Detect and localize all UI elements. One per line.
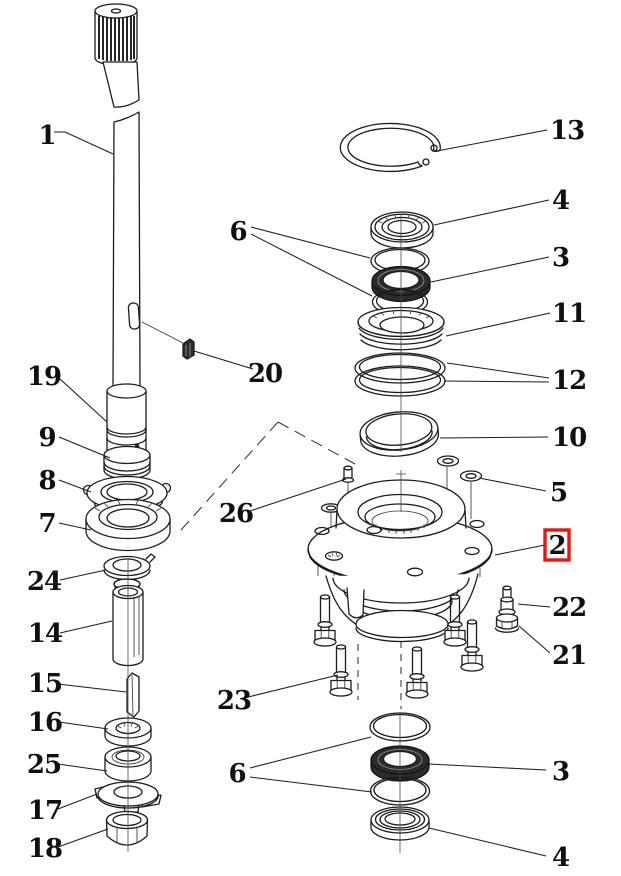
leader-line-part-6 xyxy=(250,233,373,297)
callout-part-19: 19 xyxy=(27,362,61,392)
snap-rings-part-12 xyxy=(354,352,446,397)
callout-part-4: 4 xyxy=(552,186,570,216)
bearing-seal-part-4-top xyxy=(370,211,434,249)
callout-part-9: 9 xyxy=(38,423,55,453)
leader-line-part-16 xyxy=(58,721,109,730)
circlip-part-13 xyxy=(339,122,441,173)
stud-part-22 xyxy=(498,585,516,618)
leader-line-part-4 xyxy=(428,827,547,857)
callout-part-6: 6 xyxy=(228,759,245,789)
leader-line-part-12 xyxy=(446,362,550,379)
callout-part-2: 2 xyxy=(548,531,565,561)
key-part-15 xyxy=(126,672,140,718)
callout-part-3: 3 xyxy=(552,243,569,273)
leader-line-part-23 xyxy=(247,674,339,698)
callout-part-25: 25 xyxy=(27,750,61,780)
callout-part-22: 22 xyxy=(552,593,586,623)
spline-teeth xyxy=(98,14,135,61)
seal-stack-top xyxy=(354,211,446,397)
callout-part-18: 18 xyxy=(28,834,62,864)
shaft-part-1 xyxy=(94,3,184,389)
leader-line-part-6 xyxy=(249,776,373,793)
leader-line-part-9 xyxy=(58,436,111,459)
callout-part-6: 6 xyxy=(229,217,246,247)
leader-line-part-21 xyxy=(518,625,551,654)
key-part-20 xyxy=(182,338,195,360)
leader-line-part-15 xyxy=(57,683,127,693)
leader-line-part-17 xyxy=(57,793,98,810)
callout-part-4: 4 xyxy=(552,843,570,873)
hex-nut-part-18 xyxy=(105,810,149,846)
housing-part-2 xyxy=(307,470,493,643)
callout-part-21: 21 xyxy=(552,641,586,671)
callout-part-13: 13 xyxy=(550,116,584,146)
callout-part-15: 15 xyxy=(28,669,62,699)
fasteners xyxy=(313,585,520,699)
leader-line-part-25 xyxy=(57,763,108,772)
leader-line-part-11 xyxy=(445,312,551,337)
shaft-keyway xyxy=(127,302,141,330)
leader-line-part-3 xyxy=(428,763,547,771)
collar-part-9 xyxy=(103,445,151,480)
callout-part-23: 23 xyxy=(217,686,251,716)
callout-part-12: 12 xyxy=(552,366,586,396)
leader-line-part-10 xyxy=(439,436,549,439)
leader-line-part-20 xyxy=(193,350,254,370)
leader-line-part-4 xyxy=(433,199,550,226)
leader-line-part-18 xyxy=(57,828,109,848)
lock-washer-part-24 xyxy=(103,553,156,581)
callout-part-20: 20 xyxy=(248,359,282,389)
callout-part-24: 24 xyxy=(27,567,62,597)
callout-part-7: 7 xyxy=(38,509,55,539)
leader-line-part-19 xyxy=(59,378,108,423)
leader-line-part-5 xyxy=(478,477,547,492)
callout-part-26: 26 xyxy=(219,499,253,529)
callout-part-16: 16 xyxy=(28,708,62,738)
flange-bolt-holes xyxy=(314,519,485,577)
leader-line-part-6 xyxy=(249,736,372,769)
leader-line-part-6 xyxy=(250,226,371,259)
callout-part-5: 5 xyxy=(550,478,567,508)
pin-part-26 xyxy=(341,465,355,499)
callout-part-17: 17 xyxy=(28,796,62,826)
nut-part-21 xyxy=(494,613,520,633)
leader-line-part-26 xyxy=(249,478,347,512)
leader-line-part-8 xyxy=(58,479,92,493)
leader-line-part-7 xyxy=(58,522,92,531)
projection-lines xyxy=(180,421,402,709)
callout-part-1: 1 xyxy=(38,121,55,151)
callout-part-11: 11 xyxy=(552,299,586,329)
leader-line-part-2 xyxy=(494,544,546,556)
callout-part-14: 14 xyxy=(28,619,63,649)
highlight-box-part-2 xyxy=(543,528,571,562)
ring-part-10 xyxy=(359,411,440,457)
callout-part-3: 3 xyxy=(552,757,569,787)
leader-line-part-12 xyxy=(443,380,550,383)
leader-line-part-14 xyxy=(59,620,113,634)
washers-part-5 xyxy=(436,455,483,519)
callout-part-10: 10 xyxy=(552,423,586,453)
leader-line-part-24 xyxy=(59,569,107,581)
leader-line-part-1 xyxy=(54,131,114,155)
callout-part-8: 8 xyxy=(38,466,55,496)
leader-line-part-13 xyxy=(436,129,548,152)
leader-line-part-3 xyxy=(430,256,550,283)
bearing-part-7 xyxy=(85,498,171,552)
leader-line-part-22 xyxy=(517,603,551,608)
